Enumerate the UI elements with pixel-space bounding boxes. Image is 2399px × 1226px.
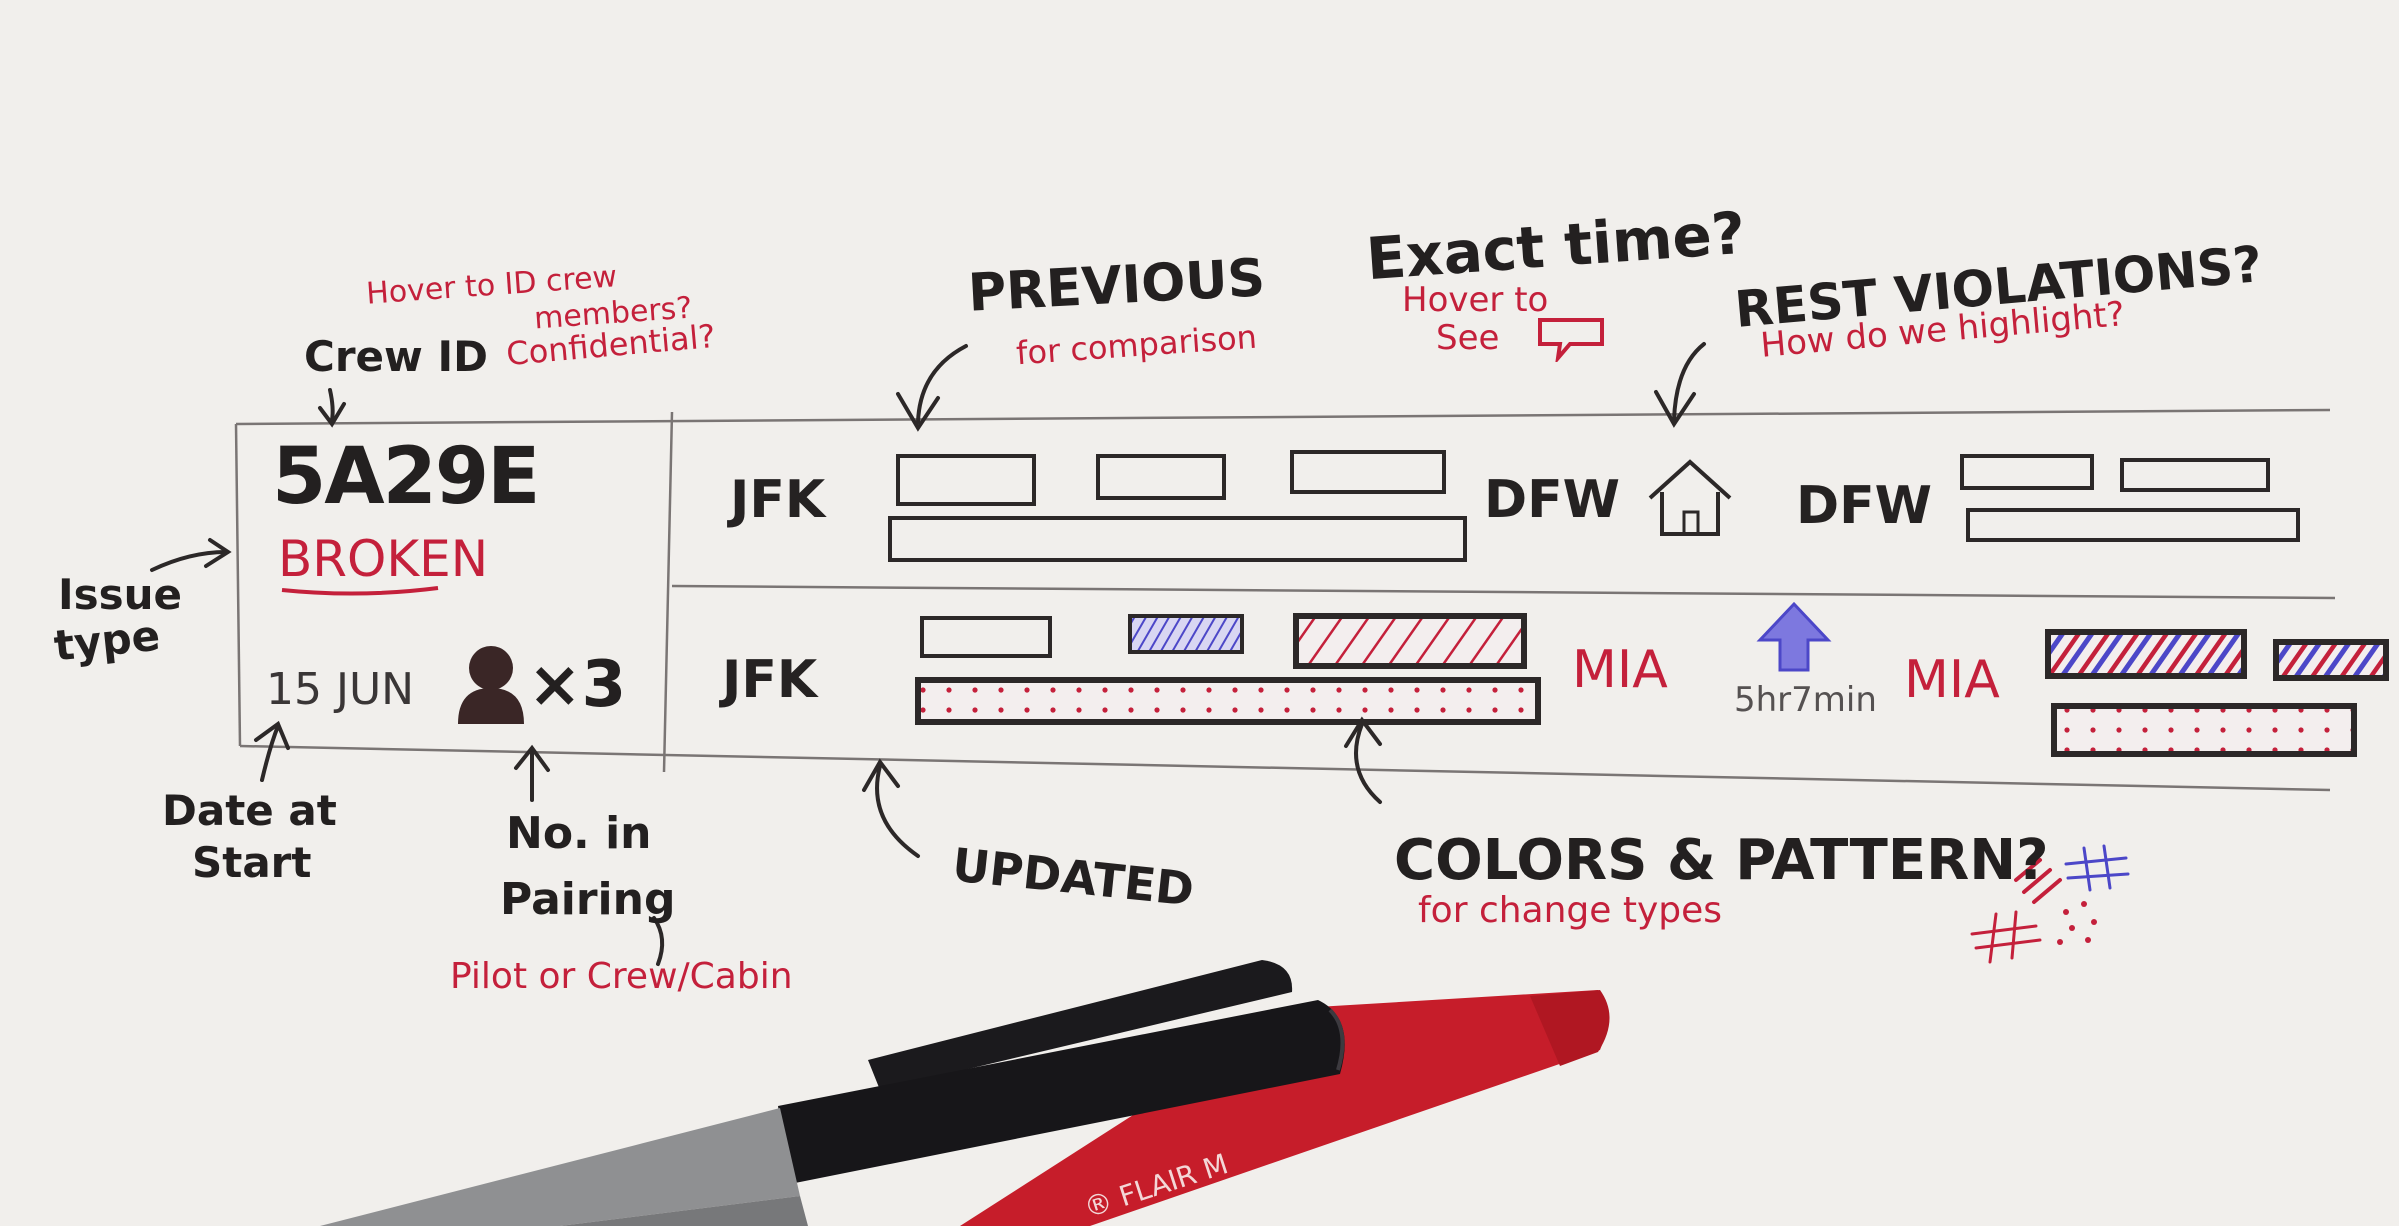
row1-end: DFW bbox=[1796, 476, 1933, 536]
row1-origin: JFK bbox=[730, 470, 826, 530]
hover-to-note: Hover to bbox=[1402, 280, 1549, 320]
row2-end: MIA bbox=[1904, 650, 2000, 710]
pattern-legend bbox=[1970, 844, 2130, 964]
speech-bubble-icon bbox=[1536, 316, 1608, 362]
issue-type-label-1: Issue bbox=[58, 570, 183, 619]
issue-type-value: BROKEN bbox=[278, 530, 489, 588]
house-icon[interactable] bbox=[1642, 456, 1738, 538]
see-note: See bbox=[1436, 318, 1500, 358]
pilot-or-crew-note: Pilot or Crew/Cabin bbox=[450, 956, 793, 997]
crew-id-label: Crew ID bbox=[304, 332, 488, 381]
no-in-pairing-label-1: No. in bbox=[506, 808, 652, 859]
crew-id-value[interactable]: 5A29E bbox=[272, 432, 540, 522]
row1-mid: DFW bbox=[1484, 470, 1621, 530]
no-in-pairing-label-2: Pairing bbox=[500, 874, 676, 925]
row2-mid: MIA bbox=[1572, 640, 1668, 700]
rest-duration: 5hr7min bbox=[1734, 680, 1877, 720]
change-types-note: for change types bbox=[1418, 890, 1723, 931]
pairing-count: ×3 bbox=[528, 648, 627, 722]
row2-origin: JFK bbox=[722, 650, 818, 710]
previous-row-bars bbox=[888, 450, 2300, 562]
annotation-arrows bbox=[150, 342, 1706, 966]
date-at-start-label-1: Date at bbox=[162, 786, 337, 835]
pairing-table-outline bbox=[234, 408, 2336, 792]
start-date-value: 15 JUN bbox=[266, 664, 415, 715]
colors-pattern-label: COLORS & PATTERN? bbox=[1394, 828, 2049, 893]
person-icon[interactable] bbox=[454, 640, 528, 726]
issue-underline bbox=[281, 586, 439, 596]
date-at-start-label-2: Start bbox=[192, 838, 312, 887]
arrow-up-icon[interactable] bbox=[1756, 600, 1832, 674]
updated-row-bars bbox=[915, 613, 2389, 757]
markers-photo: ® FLAIR M bbox=[320, 960, 1610, 1226]
